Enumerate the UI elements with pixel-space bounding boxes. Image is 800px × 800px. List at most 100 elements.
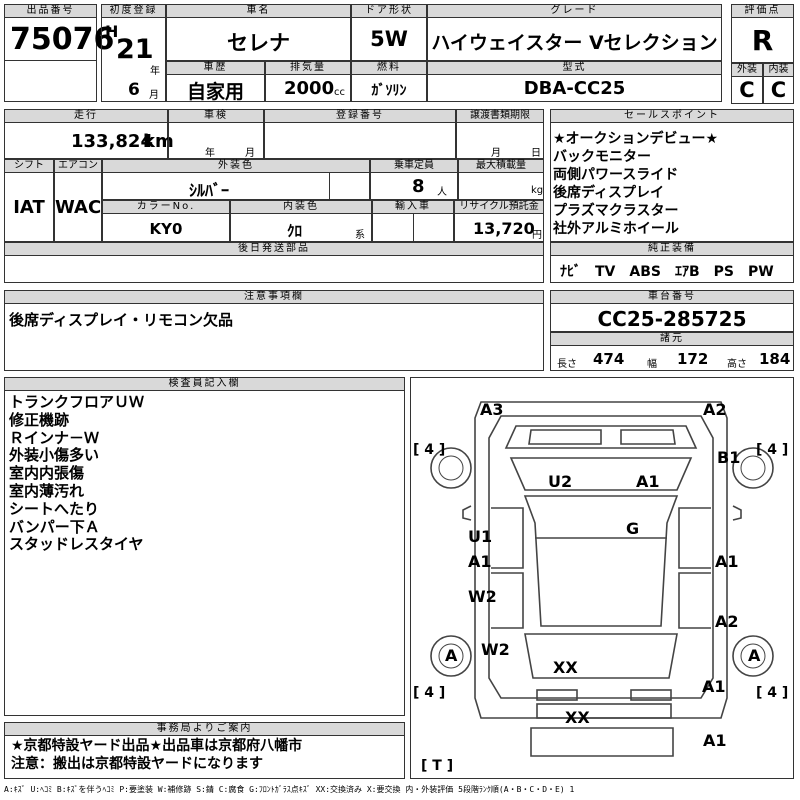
lot-number: 75076 [10,22,115,57]
history-label: 車歴 [166,61,265,75]
damage-mark: G [626,519,640,538]
damage-mark: A [748,646,761,665]
damage-mark: W2 [468,587,497,606]
reg-year: 21 [116,34,154,65]
caution-text: 後席ディスプレイ・リモコン欠品 [9,311,233,329]
sales-points-label: セールスポイント [550,109,794,123]
damage-mark: A1 [636,472,660,491]
color-no: KY0 [149,220,183,238]
sales-point: 後席ディスプレイ [553,185,665,201]
tire-mark: [ 4 ] [756,442,789,458]
recycle-label: リサイクル預託金 [454,200,544,214]
displacement-cell: 2000 cc [265,74,351,102]
shift-label: シフト [4,159,54,173]
year-unit: 年 [150,66,160,77]
grade-label: グレード [427,4,722,18]
chassis-number: CC25-285725 [597,307,747,331]
damage-mark: A1 [715,552,739,571]
damage-mark: A1 [703,731,727,750]
damage-mark: A [445,646,458,665]
int-color-cell: ｸﾛ 系 [230,213,372,242]
later-parts-label: 後日発送部品 [4,242,544,256]
transfer-month-unit: 月 [491,148,501,159]
lot-empty-cell [4,60,97,102]
recycle-unit: 円 [532,230,542,241]
model-cell: DBA-CC25 [427,74,722,102]
sales-points-box: ★オークションデビュー★ バックモニター 両側パワースライド 後席ディスプレイ … [550,122,794,242]
int-color: ｸﾛ [287,222,303,240]
width: 172 [677,350,709,368]
ac: WAC [55,197,102,218]
month-unit: 月 [149,90,159,101]
door-cell: 5W [351,17,427,61]
import-cell [372,213,454,242]
mileage-cell: 133,824 km [4,122,174,159]
damage-mark: XX [553,658,578,677]
grade: ハイウェイスター Vセレクション [431,32,718,54]
damage-mark: B1 [717,448,741,467]
shift-cell: IAT [4,172,54,242]
lot-number-label: 出品番号 [4,4,97,18]
capacity-label: 乗車定員 [370,159,458,173]
tire-mark: [ T ] [421,758,454,774]
length-label: 長さ [557,359,577,370]
displacement-label: 排気量 [265,61,351,75]
damage-mark: U1 [468,527,493,546]
tire-mark: [ 4 ] [756,685,789,701]
first-reg-label: 初度登録 [101,4,166,18]
displacement: 2000 [284,78,335,99]
office-note: ★京都特設ヤード出品★出品車は京都府八幡市 [11,738,303,754]
ac-label: エアコン [54,159,102,173]
color-no-label: カラーNo. [102,200,230,214]
equipment-cell: ﾅﾋﾞ TV ABS ｴｱB PS PW [550,255,794,283]
car-name: セレナ [227,31,290,55]
inspector-label: 検査員記入欄 [4,377,405,391]
spec-cell: 長さ 474 幅 172 高さ 184 [550,345,794,371]
interior-label: 内装 [763,63,794,77]
car-diagram: A3 A2 B1 U2 A1 G U1 A1 A1 W2 A2 W2 A A X… [410,377,794,779]
length: 474 [593,350,625,368]
capacity: 8 [412,176,425,197]
exterior-label: 外装 [731,63,763,77]
score-label: 評価点 [731,4,794,18]
damage-mark: W2 [481,640,510,659]
reg-month: 6 [128,80,140,100]
inspector-box: トランクフロアＵＷ 修正機跡 Ｒインナ－Ｗ 外装小傷多い 室内内張傷 室内薄汚れ… [4,390,405,716]
equipment-label: 純正装備 [550,242,794,256]
inspector-note: 修正機跡 [9,410,70,429]
car-outline [430,401,774,757]
mileage-unit: km [143,131,174,152]
office-box: ★京都特設ヤード出品★出品車は京都府八幡市 注意：搬出は京都特設ヤードになります [4,735,405,779]
width-label: 幅 [647,359,657,370]
later-parts-cell [4,255,544,283]
inspection-cell: 年 月 [168,122,264,159]
color-no-cell: KY0 [102,213,230,242]
inspector-note: Ｒインナ－Ｗ [9,428,100,447]
tire-mark: [ 4 ] [413,442,446,458]
damage-mark: A2 [715,612,739,631]
chassis-cell: CC25-285725 [550,303,794,332]
lot-number-cell: 75076 [4,17,114,61]
sales-point: 社外アルミホイール [553,221,679,237]
era: H [105,22,119,41]
height: 184 [759,350,791,368]
damage-mark: A1 [702,677,726,696]
interior-grade: C [770,78,787,102]
score-cell: R [731,17,794,63]
ext-color: ｼﾙﾊﾞｰ [189,181,230,200]
fuel: ｶﾞｿﾘﾝ [371,83,407,99]
exterior-cell: C [731,76,763,104]
capacity-cell: 8 人 [370,172,458,200]
inspection-month-unit: 月 [245,148,255,159]
ext-color-cell: ｼﾙﾊﾞｰ [102,172,370,200]
mileage: 133,824 [71,131,153,152]
inspector-note: 室内内張傷 [9,464,85,483]
history: 自家用 [186,81,244,103]
sales-point: バックモニター [553,149,651,165]
score: R [751,24,774,57]
grade-cell: ハイウェイスター Vセレクション [427,17,722,61]
legend: A:ｷｽﾞ U:ﾍｺﾐ B:ｷｽﾞを伴うﾍｺﾐ P:要塗装 W:補修跡 S:錆 … [4,785,575,794]
inspection-label: 車検 [168,109,264,123]
load-label: 最大積載量 [458,159,544,173]
exterior-grade: C [739,78,755,102]
